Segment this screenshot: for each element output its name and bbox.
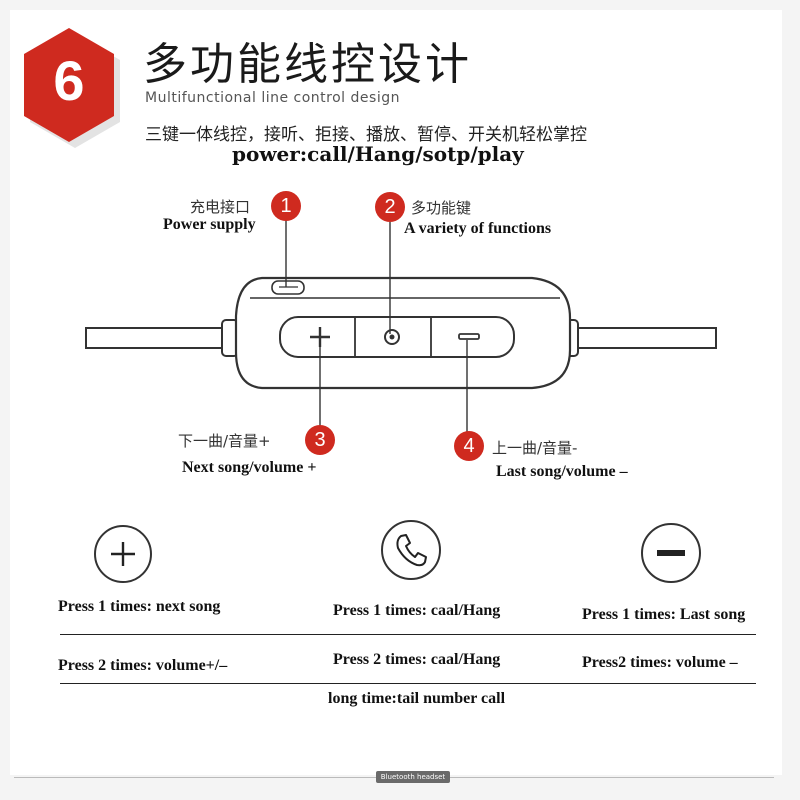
plus-press-1: Press 1 times: next song: [58, 598, 221, 615]
plus-circle-icon: [94, 525, 152, 583]
divider-1: [60, 634, 756, 635]
callout-label-cn-4: 上一曲/音量-: [492, 439, 578, 457]
content-panel: [10, 10, 782, 775]
minus-press-2: Press2 times: volume –: [582, 654, 738, 671]
minus-icon: [657, 550, 685, 556]
callout-number-2: 2: [375, 192, 405, 222]
callout-label-en-2: A variety of functions: [404, 220, 552, 237]
description-en: power:call/Hang/sotp/play: [232, 142, 524, 166]
minus-button-icon: [458, 333, 480, 340]
callout-label-en-4: Last song/volume –: [496, 463, 628, 480]
phone-press-1: Press 1 times: caal/Hang: [333, 602, 501, 619]
phone-circle-icon: [381, 520, 441, 580]
callout-label-cn-2: 多功能键: [411, 199, 472, 217]
minus-press-1: Press 1 times: Last song: [582, 606, 746, 623]
callout-label-en-1: Power supply: [163, 216, 256, 233]
phone-long-press: long time:tail number call: [328, 690, 506, 707]
page-title: 多功能线控设计: [143, 39, 472, 90]
step-badge: [24, 28, 120, 148]
divider-2: [60, 683, 756, 684]
callout-number-4: 4: [454, 431, 484, 461]
hexagon-shape: [24, 28, 114, 142]
callout-label-cn-3: 下一曲/音量+: [178, 432, 271, 450]
callout-number-1: 1: [271, 191, 301, 221]
phone-press-2: Press 2 times: caal/Hang: [333, 651, 501, 668]
description-cn: 三键一体线控，接听、拒接、播放、暂停、开关机轻松掌控: [145, 125, 587, 145]
button-strip: [279, 316, 515, 358]
phone-icon: [396, 534, 427, 567]
callout-label-en-3: Next song/volume +: [182, 459, 317, 476]
callout-label-cn-1: 充电接口: [190, 198, 251, 216]
plus-icon: [111, 542, 135, 566]
cable-left: [85, 327, 233, 349]
plus-press-2: Press 2 times: volume+/–: [58, 657, 228, 674]
footer-tag: Bluetooth headset: [376, 771, 450, 783]
page-subtitle: Multifunctional line control design: [145, 90, 400, 106]
minus-circle-icon: [641, 523, 701, 583]
cable-right: [567, 327, 717, 349]
step-number: 6: [53, 49, 85, 112]
callout-number-3: 3: [305, 425, 335, 455]
center-button-icon: [384, 329, 400, 345]
